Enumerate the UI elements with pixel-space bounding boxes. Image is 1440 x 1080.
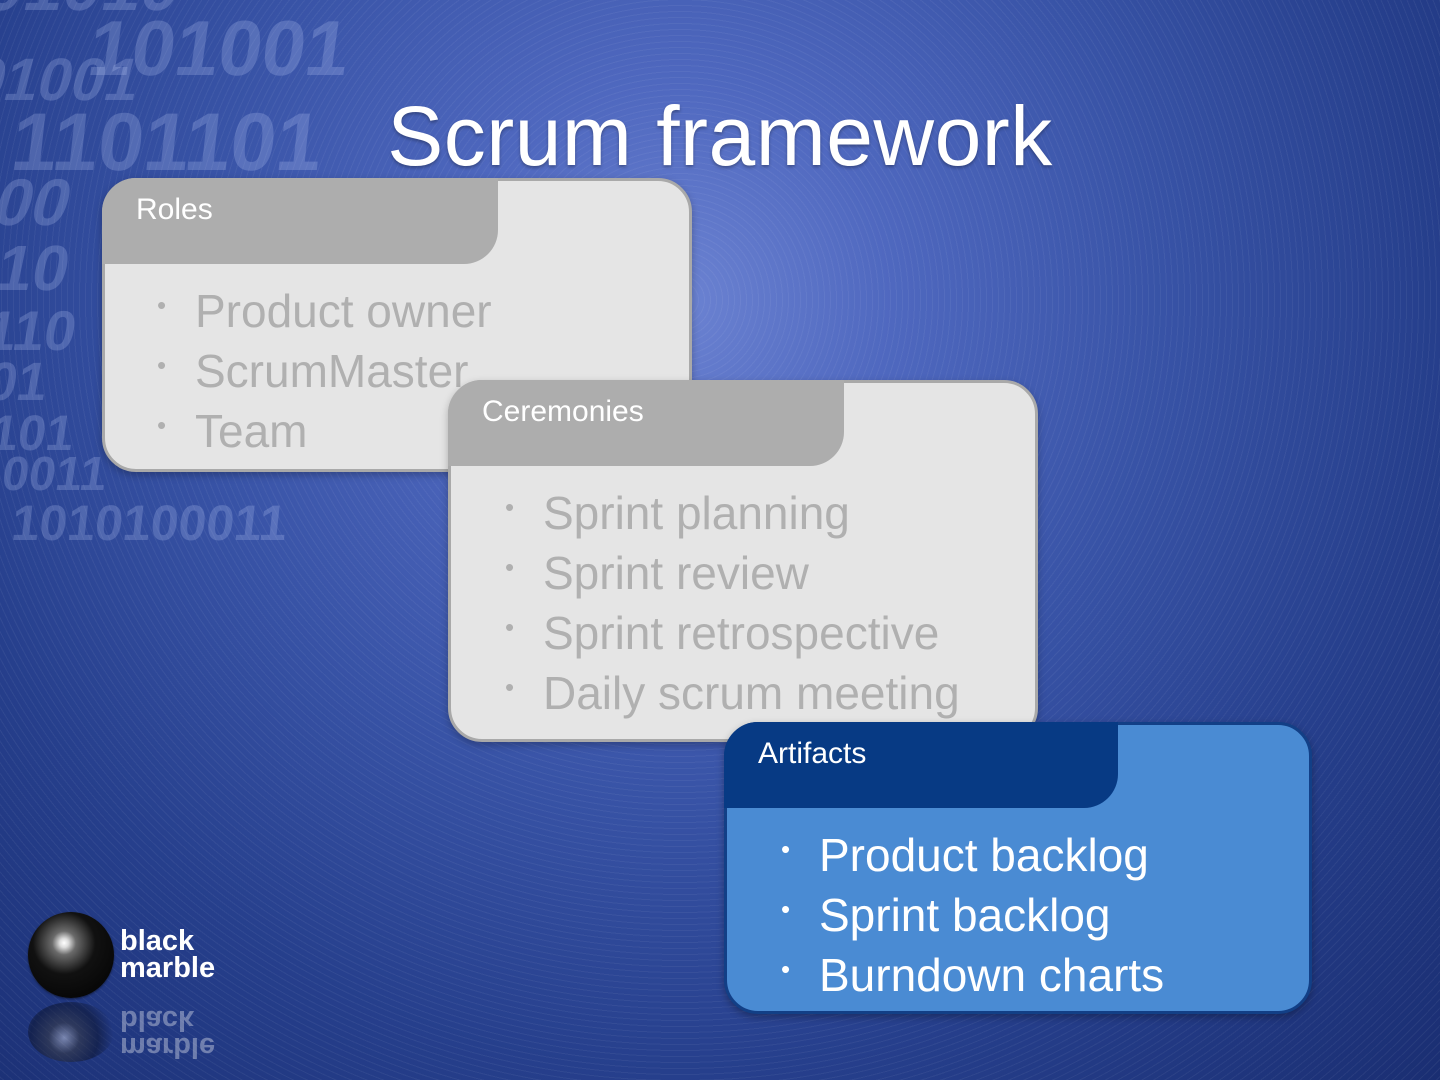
- logo-ball-reflection: [28, 1002, 114, 1062]
- logo-reflect-line-1: black: [120, 1004, 195, 1036]
- roles-card-header: Roles: [102, 178, 498, 264]
- black-marble-ball-icon: [28, 912, 114, 998]
- bullet-icon: •: [781, 894, 791, 924]
- bullet-icon: •: [781, 834, 791, 864]
- list-item-label: Product backlog: [819, 829, 1149, 881]
- list-item: • Daily scrum meeting: [505, 663, 960, 723]
- bullet-icon: •: [157, 290, 167, 320]
- binary-text: 1010100011: [9, 495, 290, 551]
- list-item-label: Team: [195, 405, 308, 457]
- binary-text: 1010: [0, 232, 77, 304]
- binary-text: 101001: [83, 4, 350, 92]
- list-item: • Sprint backlog: [781, 885, 1164, 945]
- artifacts-card: Artifacts • Product backlog • Sprint backl…: [724, 722, 1312, 1014]
- logo-reflect-line-2: marble: [120, 1031, 216, 1063]
- bullet-icon: •: [505, 552, 515, 582]
- bullet-icon: •: [781, 954, 791, 984]
- list-item-label: Sprint planning: [543, 487, 850, 539]
- ceremonies-header-label: Ceremonies: [482, 395, 644, 428]
- bullet-icon: •: [505, 612, 515, 642]
- list-item-label: Daily scrum meeting: [543, 667, 960, 719]
- binary-text: 010011: [0, 447, 110, 501]
- binary-text: 10101: [0, 405, 78, 461]
- list-item-label: Sprint backlog: [819, 889, 1111, 941]
- artifacts-list: • Product backlog • Sprint backlog • Burndo…: [781, 825, 1164, 1005]
- logo-line-1: black: [120, 925, 195, 957]
- binary-text: 01110: [0, 299, 81, 362]
- logo-line-2: marble: [120, 952, 216, 984]
- bullet-icon: •: [505, 492, 515, 522]
- roles-header-label: Roles: [136, 193, 213, 226]
- ceremonies-list: • Sprint planning • Sprint review • Sprint …: [505, 483, 960, 723]
- artifacts-header-label: Artifacts: [758, 737, 867, 770]
- list-item: • Burndown charts: [781, 945, 1164, 1005]
- black-marble-logo: black marble marble black: [28, 912, 248, 1072]
- list-item-label: ScrumMaster: [195, 345, 469, 397]
- list-item-label: Product owner: [195, 285, 492, 337]
- list-item-label: Sprint retrospective: [543, 607, 940, 659]
- bullet-icon: •: [505, 672, 515, 702]
- binary-text: 01010: [0, 0, 190, 25]
- ceremonies-card: Ceremonies • Sprint planning • Sprint revi…: [448, 380, 1038, 742]
- list-item: • ScrumMaster: [157, 341, 492, 401]
- bullet-icon: •: [157, 410, 167, 440]
- slide-title: Scrum framework: [387, 89, 1053, 183]
- bullet-icon: •: [157, 350, 167, 380]
- list-item: • Product backlog: [781, 825, 1164, 885]
- roles-list: • Product owner • ScrumMaster • Team: [157, 281, 492, 461]
- list-item: • Sprint retrospective: [505, 603, 960, 663]
- list-item: • Sprint review: [505, 543, 960, 603]
- logo-text-reflection: marble black: [120, 1004, 216, 1063]
- list-item: • Sprint planning: [505, 483, 960, 543]
- logo-text: black marble: [120, 925, 216, 984]
- list-item: • Team: [157, 401, 492, 461]
- ceremonies-card-header: Ceremonies: [448, 380, 844, 466]
- list-item-label: Burndown charts: [819, 949, 1165, 1001]
- list-item-label: Sprint review: [543, 547, 809, 599]
- list-item: • Product owner: [157, 281, 492, 341]
- artifacts-card-header: Artifacts: [724, 722, 1118, 808]
- binary-text: 1001: [0, 351, 53, 412]
